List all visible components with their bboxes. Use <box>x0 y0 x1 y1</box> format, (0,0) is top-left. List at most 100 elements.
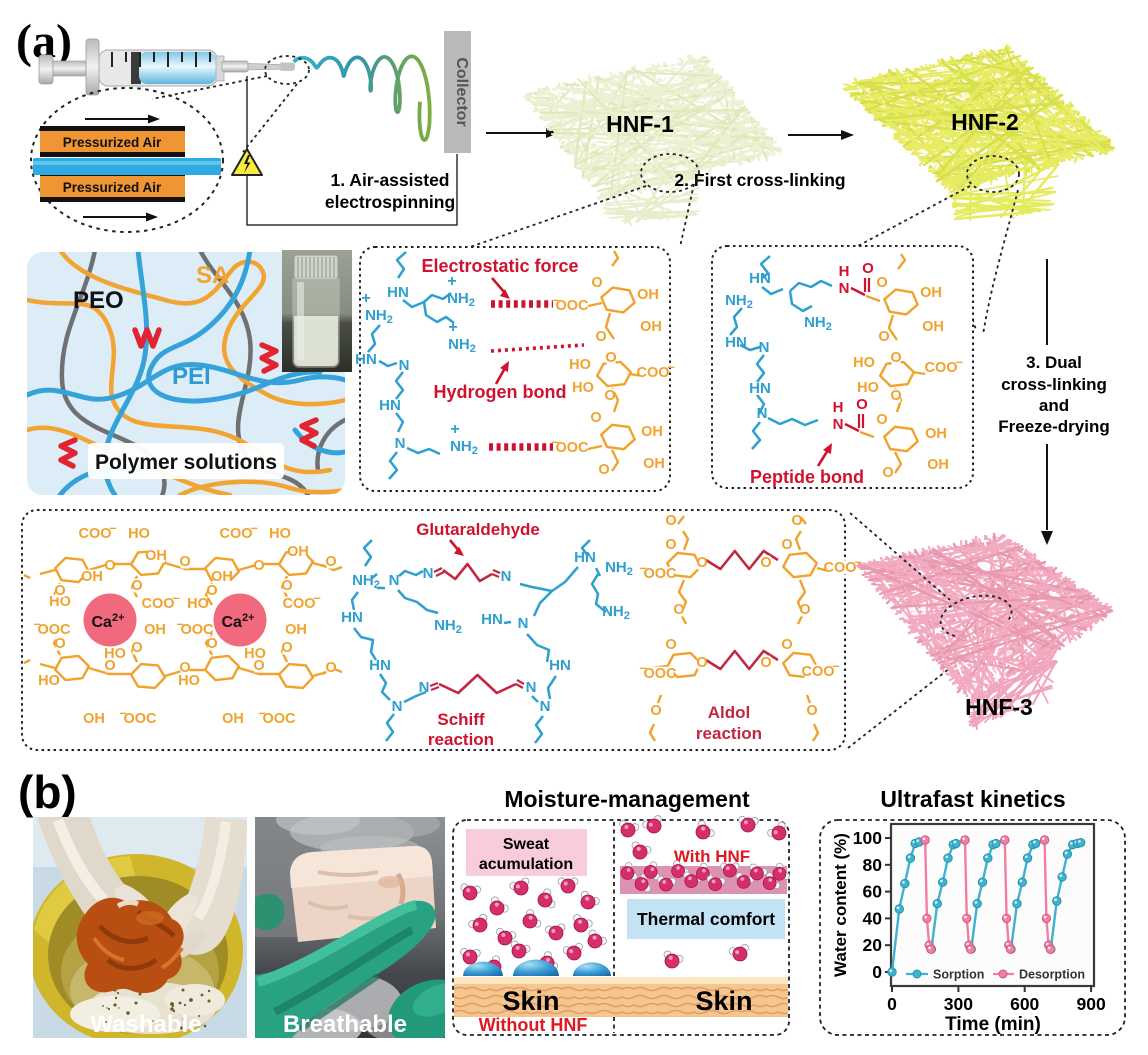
svg-text:OH: OH <box>287 544 309 560</box>
svg-text:Breathable: Breathable <box>283 1011 407 1038</box>
svg-text:Washable: Washable <box>90 1011 201 1038</box>
svg-text:OH: OH <box>222 711 244 727</box>
svg-text:HNF-1: HNF-1 <box>606 111 674 137</box>
svg-text:N: N <box>419 679 430 696</box>
svg-text:HO: HO <box>569 357 591 373</box>
svg-text:COO: COO <box>78 526 111 542</box>
svg-text:COO: COO <box>801 664 834 680</box>
svg-text:H: H <box>833 399 844 416</box>
svg-text:+: + <box>450 421 459 438</box>
svg-text:O: O <box>179 554 190 570</box>
svg-text:Peptide bond: Peptide bond <box>750 467 864 487</box>
svg-text:HO: HO <box>49 594 71 610</box>
svg-text:O: O <box>781 537 792 553</box>
svg-text:3. Dual: 3. Dual <box>1026 353 1082 372</box>
svg-text:OOC: OOC <box>555 298 589 314</box>
svg-text:+: + <box>448 319 457 336</box>
svg-text:O: O <box>673 602 684 618</box>
svg-text:OOC: OOC <box>180 622 214 638</box>
svg-text:–: – <box>833 658 840 673</box>
svg-text:NH2: NH2 <box>804 314 832 333</box>
svg-text:–: – <box>251 520 258 535</box>
svg-text:80: 80 <box>863 855 883 875</box>
svg-text:O: O <box>54 636 65 652</box>
svg-text:Skin: Skin <box>695 986 752 1016</box>
svg-text:HN: HN <box>574 549 596 566</box>
svg-text:Ultrafast kinetics: Ultrafast kinetics <box>880 786 1065 812</box>
svg-text:HN: HN <box>369 657 391 674</box>
svg-text:Without HNF: Without HNF <box>479 1015 588 1035</box>
svg-text:–: – <box>640 560 647 575</box>
svg-text:O: O <box>206 583 217 599</box>
svg-text:COO: COO <box>636 365 669 381</box>
svg-text:1. Air-assisted: 1. Air-assisted <box>331 170 450 190</box>
svg-text:Glutaraldehyde: Glutaraldehyde <box>416 520 540 539</box>
svg-text:O: O <box>206 636 217 652</box>
svg-text:–: – <box>855 554 862 569</box>
svg-text:O: O <box>104 658 115 674</box>
svg-text:O: O <box>591 275 602 291</box>
svg-text:100: 100 <box>853 828 882 848</box>
svg-text:N: N <box>518 615 529 632</box>
svg-text:O: O <box>878 329 889 345</box>
svg-text:600: 600 <box>1010 994 1039 1014</box>
svg-text:OOC: OOC <box>123 711 157 727</box>
svg-text:Freeze-drying: Freeze-drying <box>998 417 1109 436</box>
svg-text:OH: OH <box>637 287 659 303</box>
svg-text:Collector: Collector <box>453 57 470 126</box>
svg-text:OOC: OOC <box>555 440 589 456</box>
svg-text:O: O <box>781 637 792 653</box>
svg-text:HO: HO <box>104 646 126 662</box>
svg-text:HO: HO <box>269 526 291 542</box>
svg-text:HO: HO <box>853 355 875 371</box>
svg-text:NH2: NH2 <box>725 292 753 311</box>
svg-text:O: O <box>131 578 142 594</box>
svg-text:Moisture-management: Moisture-management <box>504 786 750 812</box>
svg-text:–: – <box>640 660 647 675</box>
svg-text:COO: COO <box>282 596 315 612</box>
svg-text:Aldol: Aldol <box>708 703 751 722</box>
svg-text:Time (min): Time (min) <box>945 1014 1041 1035</box>
svg-text:(b): (b) <box>18 766 77 818</box>
svg-text:+: + <box>447 273 456 290</box>
svg-text:2. First cross-linking: 2. First cross-linking <box>674 170 845 190</box>
svg-text:OH: OH <box>285 622 307 638</box>
svg-text:O: O <box>665 537 676 553</box>
svg-text:O: O <box>696 555 707 571</box>
svg-text:N: N <box>757 405 768 422</box>
svg-text:Skin: Skin <box>502 986 559 1016</box>
svg-text:OH: OH <box>640 319 662 335</box>
svg-text:NH2: NH2 <box>434 617 462 636</box>
svg-text:HO: HO <box>38 673 60 689</box>
svg-text:O: O <box>253 658 264 674</box>
svg-text:O: O <box>760 555 771 571</box>
svg-text:O: O <box>590 410 601 426</box>
svg-text:O: O <box>890 350 901 366</box>
svg-text:O: O <box>799 602 810 618</box>
svg-text:electrospinning: electrospinning <box>325 192 455 212</box>
svg-text:O: O <box>665 637 676 653</box>
svg-text:N: N <box>399 357 410 374</box>
svg-text:0: 0 <box>887 994 897 1014</box>
svg-text:N: N <box>392 698 403 715</box>
svg-text:40: 40 <box>863 908 883 928</box>
svg-text:PEI: PEI <box>172 363 211 390</box>
svg-text:COO: COO <box>219 526 252 542</box>
svg-text:OH: OH <box>83 711 105 727</box>
svg-text:HO: HO <box>187 596 209 612</box>
svg-text:HN: HN <box>355 351 377 368</box>
svg-text:O: O <box>605 350 616 366</box>
svg-text:HO: HO <box>857 380 879 396</box>
svg-text:O: O <box>791 513 802 529</box>
svg-text:O: O <box>595 329 606 345</box>
svg-text:With HNF: With HNF <box>674 847 750 866</box>
svg-text:HO: HO <box>572 380 594 396</box>
svg-text:O: O <box>856 396 868 413</box>
svg-text:–: – <box>177 616 184 631</box>
svg-text:Pressurized Air: Pressurized Air <box>63 180 162 195</box>
svg-text:O: O <box>862 260 874 277</box>
svg-text:H: H <box>839 263 850 280</box>
svg-text:HNF-3: HNF-3 <box>965 694 1033 720</box>
svg-text:PEO: PEO <box>73 287 124 314</box>
svg-text:O: O <box>253 558 264 574</box>
